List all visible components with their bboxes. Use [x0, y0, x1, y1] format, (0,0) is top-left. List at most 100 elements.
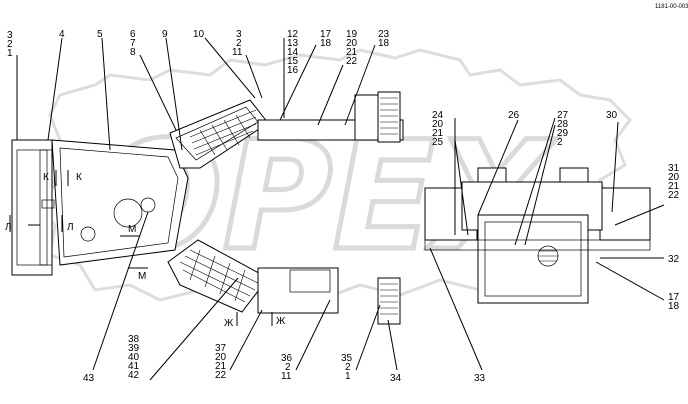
- callout-label: 26: [508, 110, 520, 121]
- drawing-number: 1181-00-003: [655, 4, 688, 10]
- callout-label: 2: [557, 137, 563, 148]
- cab-body-shape: [477, 214, 589, 304]
- callout-label: 2: [345, 362, 351, 373]
- callout-label: 25: [432, 137, 444, 148]
- callout-label: 8: [130, 47, 136, 58]
- main-plate-inner: [59, 147, 179, 258]
- leader-lines: [16, 37, 665, 381]
- callout-label: 41: [128, 361, 140, 372]
- rear-panel-strip: [39, 149, 53, 266]
- callout-label: 17: [668, 292, 680, 303]
- callout-label: 1: [345, 371, 351, 382]
- callout-label: 24: [432, 110, 444, 121]
- callout-group-3-2-11: 3 2 11: [232, 29, 243, 58]
- callout-group-31-22: 31 20 21 22: [668, 163, 680, 201]
- lower-beam-shape: [257, 267, 339, 314]
- callout-label: 27: [557, 110, 569, 121]
- callout-group-6-7-8: 6 7 8: [130, 29, 136, 58]
- callout-label: 17: [320, 29, 332, 40]
- section-mark-zh-right: Ж: [276, 316, 286, 327]
- callout-label: 10: [193, 29, 205, 40]
- callout-label: 37: [215, 343, 227, 354]
- callout-group-23-18: 23 18: [378, 29, 390, 49]
- callout-label: 3: [236, 29, 242, 40]
- callout-group-37-22: 37 20 21 22: [215, 343, 227, 381]
- round-hatch-shape: [113, 198, 143, 228]
- base-beam-shape: [424, 239, 651, 251]
- cab-body-inner: [484, 221, 582, 297]
- callouts: 3 2 1 4 5 6 7 8 9 10 3 2 11 12 13 14 15 …: [7, 29, 680, 384]
- lower-beam-detail: [289, 269, 331, 293]
- callout-label: 2: [7, 39, 13, 50]
- section-mark-zh-left: Ж: [224, 318, 234, 329]
- right-front-assembly: [424, 167, 651, 304]
- callout-label: 21: [346, 47, 358, 58]
- callout-group-35-1: 35 2 1: [341, 353, 353, 382]
- callout-label: 5: [97, 29, 103, 40]
- upper-step-shape: [169, 99, 269, 169]
- section-marks: К К Л Л М М Ж Ж: [5, 170, 286, 329]
- callout-label: 1: [7, 48, 13, 59]
- main-plate-shape: [51, 139, 189, 266]
- upper-step-grid: [189, 109, 257, 156]
- callout-group-17-18: 17 18: [320, 29, 332, 49]
- callout-label: 31: [668, 163, 680, 174]
- rear-panel-shape: [11, 139, 53, 276]
- callout-label: 11: [232, 47, 243, 58]
- callout-label: 21: [668, 181, 680, 192]
- lower-hatch-shape: [80, 226, 96, 242]
- callout-group-12-16: 12 13 14 15 16: [287, 29, 299, 76]
- section-mark-l-left: Л: [5, 222, 12, 233]
- section-arrows: [9, 170, 273, 326]
- section-mark-m-top: М: [128, 224, 136, 235]
- callout-group-17-18-b: 17 18: [668, 292, 680, 312]
- callout-label: 18: [320, 38, 332, 49]
- callout-label: 12: [287, 29, 299, 40]
- rear-panel-inner: [16, 149, 48, 266]
- callout-label: 22: [215, 370, 227, 381]
- section-mark-k-right: К: [76, 172, 82, 183]
- callout-label: 16: [287, 65, 299, 76]
- callout-label: 15: [287, 56, 299, 67]
- callout-label: 7: [130, 38, 136, 49]
- callout-label: 40: [128, 352, 140, 363]
- callout-group-38-42: 38 39 40 41 42: [128, 334, 140, 381]
- section-mark-m-bottom: М: [138, 271, 146, 282]
- callout-label: 20: [346, 38, 358, 49]
- callout-label: 11: [281, 371, 292, 382]
- bracket-shape: [41, 199, 55, 209]
- callout-label: 36: [281, 353, 293, 364]
- callout-label: 43: [83, 373, 95, 384]
- section-mark-l-right: Л: [67, 222, 74, 233]
- callout-label: 38: [128, 334, 140, 345]
- right-handle-shape: [559, 167, 589, 183]
- lower-step-shape: [167, 239, 269, 313]
- callout-group-36-11: 36 2 11: [281, 353, 293, 382]
- left-handle-shape: [477, 167, 507, 183]
- callout-group-24-25: 24 20 21 25: [432, 110, 444, 148]
- callout-label: 18: [378, 38, 390, 49]
- lower-grid-plate: [377, 277, 401, 325]
- callout-label: 20: [215, 352, 227, 363]
- callout-label: 21: [215, 361, 227, 372]
- callout-label: 35: [341, 353, 353, 364]
- callout-group-27-2: 27 28 29 2: [557, 110, 569, 148]
- upper-grid-plate: [377, 91, 401, 143]
- callout-label: 33: [474, 373, 486, 384]
- callout-label: 2: [285, 362, 291, 373]
- callout-label: 30: [606, 110, 618, 121]
- callout-label: 19: [346, 29, 358, 40]
- section-mark-k-left: К: [43, 172, 49, 183]
- lower-step-grid: [179, 249, 261, 303]
- callout-label: 20: [432, 119, 444, 130]
- callout-label: 29: [557, 128, 569, 139]
- upper-grid-plate-holes: [380, 97, 398, 135]
- callout-label: 6: [130, 29, 136, 40]
- callout-group-19-22: 19 20 21 22: [346, 29, 358, 67]
- left-frame-assembly: [11, 91, 404, 325]
- callout-label: 22: [346, 56, 358, 67]
- callout-group-3-2-1: 3 2 1: [7, 30, 13, 59]
- callout-label: 4: [59, 29, 65, 40]
